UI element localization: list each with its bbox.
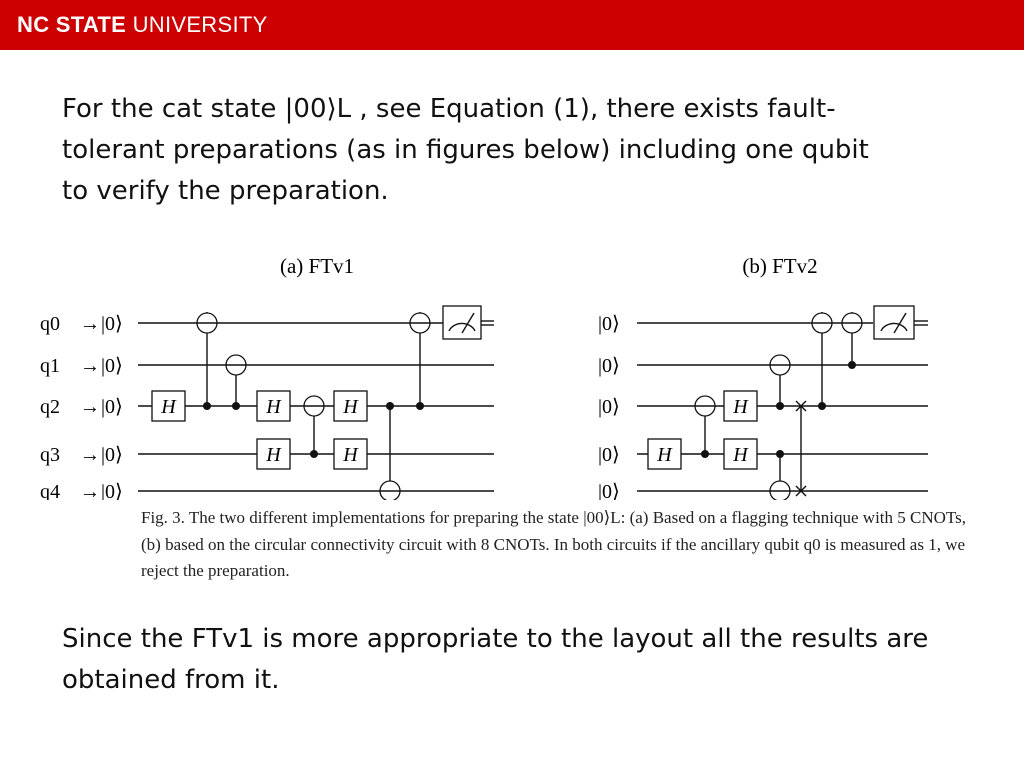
qubit-label-q0: q0 (40, 313, 60, 335)
circuit-figure: (a) FTv1 (b) FTv2 q0 q1 q2 q3 q4 → → → →… (0, 235, 1024, 595)
hadamard-label: H (342, 444, 359, 466)
hadamard-label: H (732, 444, 749, 466)
figure-caption: Fig. 3. The two different implementation… (141, 508, 966, 580)
ket-zero: |0⟩ (598, 396, 620, 418)
cnot-control-dot (386, 402, 394, 410)
logo-bold-text: NC STATE (17, 12, 127, 37)
cnot-control-dot (818, 402, 826, 410)
cnot-control-dot (776, 402, 784, 410)
hadamard-gate (256, 390, 291, 422)
intro-paragraph: For the cat state |00⟩L , see Equation (… (62, 94, 869, 206)
ket-zero: |0⟩ (101, 481, 123, 500)
hadamard-label: H (265, 396, 282, 418)
panel-b-qubit-labels: |0⟩ |0⟩ |0⟩ |0⟩ |0⟩ (598, 313, 620, 503)
circuit-diagram: (a) FTv1 (b) FTv2 q0 q1 q2 q3 q4 → → → →… (40, 254, 928, 503)
ket-zero: |0⟩ (598, 313, 620, 335)
panel-a-qubit-labels: q0 q1 q2 q3 q4 → → → → → |0⟩ |0⟩ |0⟩ |0⟩… (40, 313, 123, 503)
swap-cross-icon (795, 400, 807, 412)
panel-a-gates: H H H H H (151, 305, 482, 502)
hadamard-gate (647, 438, 682, 470)
hadamard-gate (333, 438, 368, 470)
panel-b-gates: H H H (647, 305, 915, 502)
qubit-label-q3: q3 (40, 444, 60, 466)
cnot-control-dot (701, 450, 709, 458)
measurement-meter-icon (442, 305, 482, 340)
cnot-control-dot (232, 402, 240, 410)
qubit-label-q1: q1 (40, 355, 60, 377)
ket-zero: |0⟩ (101, 444, 123, 466)
hadamard-gate (723, 438, 758, 470)
measurement-meter-icon (873, 305, 915, 340)
arrow: → (80, 396, 100, 418)
hadamard-label: H (160, 396, 177, 418)
cnot-control-dot (848, 361, 856, 369)
ket-zero: |0⟩ (101, 396, 123, 418)
hadamard-label: H (732, 396, 749, 418)
header-bar: NC STATE UNIVERSITY (0, 0, 1024, 50)
hadamard-gate (723, 390, 758, 422)
qubit-label-q4: q4 (40, 481, 60, 500)
cnot-control-dot (776, 450, 784, 458)
ket-zero: |0⟩ (598, 355, 620, 377)
conclusion-paragraph: Since the FTv1 is more appropriate to th… (62, 624, 929, 695)
arrow: → (80, 313, 100, 335)
hadamard-gate (256, 438, 291, 470)
ket-zero: |0⟩ (101, 355, 123, 377)
panel-b-title: (b) FTv2 (742, 254, 817, 278)
hadamard-label: H (265, 444, 282, 466)
arrow: → (80, 355, 100, 377)
swap-cross-icon (795, 485, 807, 497)
logo-regular-text: UNIVERSITY (132, 12, 268, 37)
hadamard-gate (151, 390, 186, 422)
cnot-control-dot (310, 450, 318, 458)
ket-zero: |0⟩ (598, 444, 620, 466)
ket-zero: |0⟩ (598, 481, 620, 500)
qubit-label-q2: q2 (40, 396, 60, 418)
arrow: → (80, 444, 100, 466)
university-logo: NC STATE UNIVERSITY (17, 12, 268, 38)
arrow: → (80, 481, 100, 500)
cnot-control-dot (416, 402, 424, 410)
hadamard-label: H (656, 444, 673, 466)
hadamard-gate (333, 390, 368, 422)
cnot-control-dot (203, 402, 211, 410)
panel-a-title: (a) FTv1 (280, 254, 354, 278)
ket-zero: |0⟩ (101, 313, 123, 335)
hadamard-label: H (342, 396, 359, 418)
